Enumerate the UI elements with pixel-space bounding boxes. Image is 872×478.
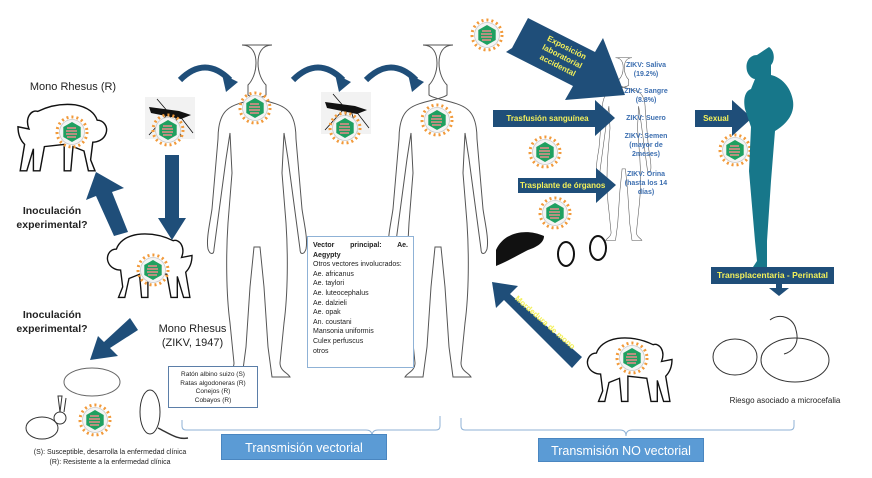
mono-rhesus-r-label: Mono Rhesus (R) xyxy=(29,81,117,93)
species-line: Cobayos (R) xyxy=(194,396,232,404)
zikv-blood: ZIKV: Sangre (8.8%) xyxy=(611,87,681,105)
mono-rhesus-1947-line1: Mono Rhesus xyxy=(158,323,227,335)
blood-transfusion-label: Trasfusión sanguínea xyxy=(506,114,589,123)
vector-species-item: Ae. africanus xyxy=(313,270,354,278)
sexual-label: Sexual xyxy=(703,114,729,123)
zikv-semen: ZIKV: Semen (mayor de 2meses) xyxy=(611,132,681,159)
inoculation-label-1: Inoculación experimental? xyxy=(2,204,102,232)
transplacental-box: Transplacentaria - Perinatal xyxy=(711,267,834,284)
zikv-fluid-detail: (8.8%) xyxy=(635,97,657,104)
vector-species-item: otros xyxy=(313,347,329,355)
inoculation-label-2: Inoculación experimental? xyxy=(2,308,102,336)
zikv-fluid-label: ZIKV: Orina xyxy=(626,171,666,178)
vector-species-item: Ae. luteocephalus xyxy=(313,289,369,297)
vector-species-item: Culex perfuscus xyxy=(313,337,364,345)
species-susceptibility-box: Ratón albino suizo (S) Ratas algodoneras… xyxy=(168,366,258,408)
vector-species-item: An. coustani xyxy=(313,318,352,326)
inoculation-label-2-line1: Inoculación xyxy=(22,309,82,321)
vector-species-item: Ae. opak xyxy=(313,309,341,317)
other-vectors-label: Otros vectores involucrados: xyxy=(313,261,402,269)
species-line: Conejos (R) xyxy=(195,388,231,395)
vector-principal-label: Vector principal: Ae. Aegypty xyxy=(313,242,408,259)
legend-line-s: (S): Susceptible, desarrolla la enfermed… xyxy=(33,449,187,456)
zikv-fluid-detail: (mayor de 2meses) xyxy=(629,142,663,158)
mono-rhesus-1947-label: Mono Rhesus (ZIKV, 1947) xyxy=(140,322,245,350)
zikv-fluid-detail: (hasta los 14 días) xyxy=(624,180,668,196)
vector-species-item: Ae. dalzieli xyxy=(313,299,347,307)
vectorial-transmission-box: Transmisión vectorial xyxy=(221,434,387,460)
microcephaly-risk-caption: Riesgo asociado a microcefalia xyxy=(729,396,841,405)
vector-species-item: Ae. taylori xyxy=(313,280,345,288)
zikv-urine: ZIKV: Orina (hasta los 14 días) xyxy=(611,170,681,197)
vector-species-box: Vector principal: Ae. Aegypty Otros vect… xyxy=(307,236,414,368)
zikv-fluid-label: ZIKV: Suero xyxy=(626,115,666,122)
vector-species-item: Mansonia uniformis xyxy=(313,328,374,336)
zikv-fluid-label: ZIKV: Sangre xyxy=(624,88,668,95)
susceptibility-legend: (S): Susceptible, desarrolla la enfermed… xyxy=(10,448,210,468)
inoculation-label-1-line2: experimental? xyxy=(16,219,88,231)
inoculation-label-1-line1: Inoculación xyxy=(22,205,82,217)
inoculation-label-2-line2: experimental? xyxy=(16,323,88,335)
zikv-fluid-label: ZIKV: Semen xyxy=(624,133,668,140)
mono-rhesus-1947-line2: (ZIKV, 1947) xyxy=(161,337,224,349)
non-vectorial-transmission-box: Transmisión NO vectorial xyxy=(538,438,704,462)
organ-transplant-label: Trasplante de órganos xyxy=(520,181,606,190)
species-line: Ratas algodoneras (R) xyxy=(180,379,246,387)
species-line: Ratón albino suizo (S) xyxy=(181,371,245,378)
zikv-fluid-label: ZIKV: Saliva xyxy=(625,62,667,69)
zikv-saliva: ZIKV: Saliva (19.2%) xyxy=(611,61,681,79)
transplacental-label: Transplacentaria - Perinatal xyxy=(716,270,829,280)
legend-line-r: (R): Resistente a la enfermedad clínica xyxy=(49,459,171,466)
zikv-serum: ZIKV: Suero xyxy=(611,114,681,123)
zikv-fluid-detail: (19.2%) xyxy=(633,71,659,78)
